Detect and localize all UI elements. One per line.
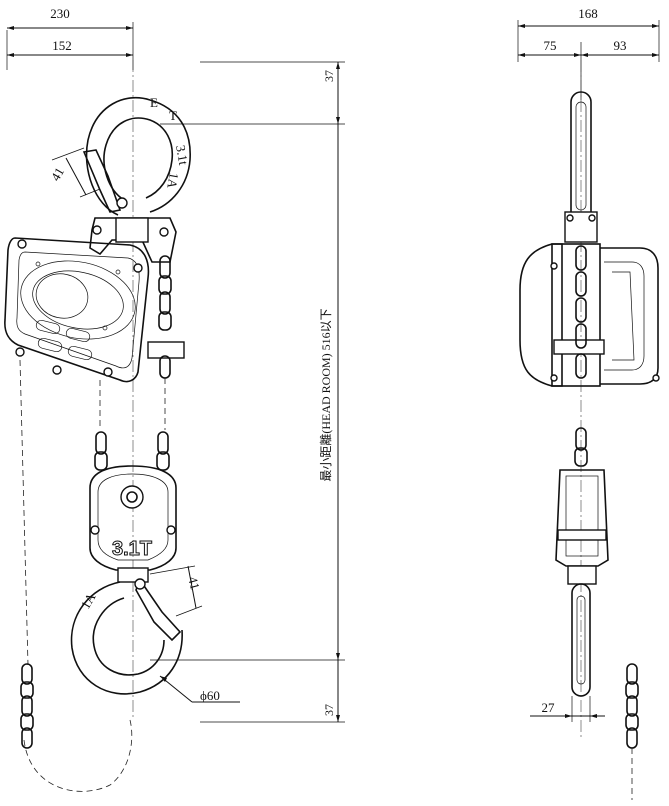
side-view-lower-block	[555, 469, 609, 585]
side-view-lower-chain	[574, 427, 588, 467]
dim-phi-60: ϕ60	[200, 688, 220, 703]
hoist-body	[4, 237, 150, 383]
hook-mark-capacity: 3.1t	[173, 144, 191, 167]
body-capacity-marking: 3.1T	[112, 538, 152, 560]
top-shackle	[89, 217, 177, 263]
dimension-bottom-gap: 37	[150, 659, 345, 723]
dim-152: 152	[52, 38, 72, 53]
hook-mark-t: T	[169, 108, 177, 123]
dimension-side-split: 75 93	[518, 38, 659, 100]
dim-37-bottom: 37	[322, 704, 336, 716]
side-view-bottom-hook	[571, 583, 591, 697]
dimension-overall-width: 230	[6, 6, 134, 70]
dim-41-top: 41	[48, 165, 67, 184]
headroom-label: 最小距離(HEAD ROOM) 516以下	[319, 308, 333, 481]
side-view-top-hook	[564, 91, 598, 243]
lower-block: 3.1T	[89, 465, 177, 583]
dim-41-bottom: 41	[185, 575, 203, 591]
dim-168: 168	[578, 6, 598, 21]
hook-mark-1a: 1A	[164, 171, 182, 190]
hook-mark-e: E	[150, 95, 158, 110]
top-hook: E T 3.1t 1A 41	[48, 95, 191, 216]
dim-75: 75	[544, 38, 557, 53]
side-view-hand-chain	[625, 663, 639, 800]
lower-chain-links	[94, 431, 170, 471]
hook-mark-bottom: 1A	[78, 590, 99, 612]
dim-93: 93	[614, 38, 627, 53]
load-chain-upper	[147, 255, 185, 430]
side-view-body	[519, 243, 660, 387]
dim-230: 230	[50, 6, 70, 21]
dimension-top-gap: 37	[160, 61, 345, 125]
dim-37-top: 37	[322, 70, 336, 82]
hand-chain-loop	[19, 359, 133, 792]
bottom-hook: 1A 41 ϕ60	[70, 565, 240, 703]
dimension-bottom-hook-width: 27	[530, 696, 605, 722]
dimension-headroom: 最小距離(HEAD ROOM) 516以下	[319, 124, 340, 660]
dim-27: 27	[542, 700, 556, 715]
hand-chain-bottom	[20, 663, 34, 749]
dimension-side-width: 168	[517, 6, 660, 62]
dimension-hook-offset: 152	[7, 38, 133, 57]
